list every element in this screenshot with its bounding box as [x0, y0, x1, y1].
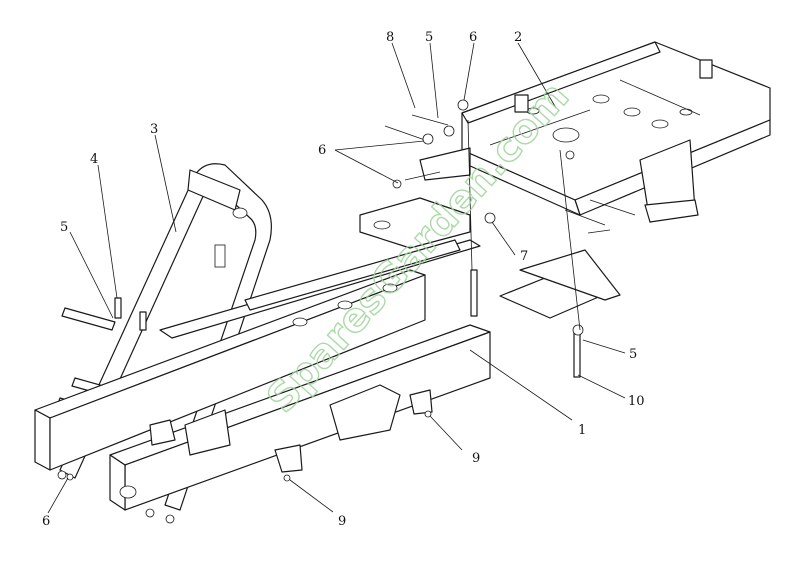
callout-1: 1 — [578, 423, 586, 438]
callout-3: 3 — [150, 122, 158, 137]
callout-8: 8 — [386, 30, 394, 45]
fasteners — [114, 99, 636, 378]
callout-5-right: 5 — [629, 347, 637, 362]
main-frame — [34, 239, 491, 524]
callout-5-left: 5 — [60, 220, 68, 235]
leader-lines — [47, 42, 626, 514]
callout-9-right: 9 — [472, 451, 480, 466]
callout-4: 4 — [90, 152, 98, 167]
callout-10: 10 — [628, 394, 645, 409]
callout-2: 2 — [514, 30, 522, 45]
callout-5-top: 5 — [425, 30, 433, 45]
callout-9-bottom: 9 — [338, 514, 346, 529]
callout-7: 7 — [520, 249, 528, 264]
callout-labels: 8 5 6 2 3 6 4 5 7 5 10 1 9 9 6 — [42, 30, 645, 529]
mid-bracket — [359, 197, 621, 319]
callout-6-top: 6 — [469, 30, 477, 45]
callout-6-bottom: 6 — [42, 514, 50, 529]
callout-6-mid: 6 — [318, 143, 326, 158]
seat-deck-plate — [419, 41, 771, 223]
